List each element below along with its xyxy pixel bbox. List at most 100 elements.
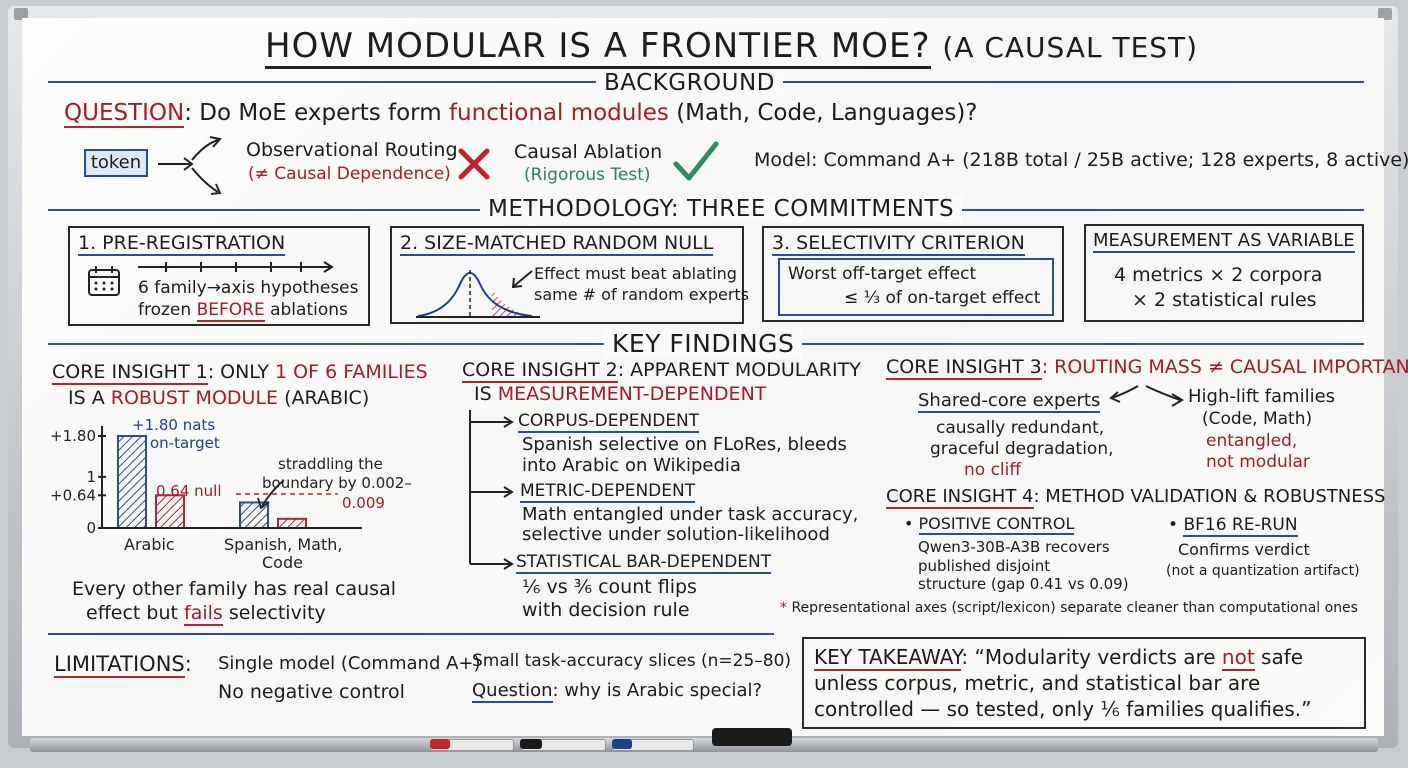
positive-control-1: Qwen3-30B-A3B recovers — [918, 538, 1110, 556]
title-sub: (A CAUSAL TEST) — [942, 31, 1199, 64]
insight2-title-line2: IS MEASUREMENT-DEPENDENT — [474, 383, 767, 405]
high-lift-label: High-lift families — [1188, 386, 1336, 407]
metric-dependent-title: METRIC-DEPENDENT — [520, 481, 696, 503]
red-marker-cap — [430, 739, 450, 749]
on-target-label: +1.80 nats — [132, 418, 215, 434]
y-tick-label: 1 — [86, 468, 96, 486]
category-arabic: Arabic — [124, 535, 175, 554]
statistical-bar-1: ⅙ vs ³⁄₆ count flips — [522, 576, 697, 598]
positive-control-title: • POSITIVE CONTROL — [904, 514, 1075, 535]
timeline-icon — [138, 261, 334, 273]
limitation-3: Small task-accuracy slices (n=25–80) — [472, 651, 792, 671]
statistical-bar-2: with decision rule — [522, 599, 690, 621]
frame-bracket — [14, 8, 28, 20]
limitation-4: Question: why is Arabic special? — [472, 680, 763, 703]
background-heading: BACKGROUND — [596, 70, 783, 96]
corpus-dependent-1: Spanish selective on FLoRes, bleeds — [522, 434, 847, 455]
black-marker-cap — [520, 739, 542, 749]
random-null-line2: same # of random experts — [534, 285, 750, 304]
null-label: 0.64 null — [156, 482, 222, 500]
high-lift-1: (Code, Math) — [1202, 409, 1313, 429]
selectivity-line1: Worst off-target effect — [788, 264, 977, 284]
selectivity-title: 3. SELECTIVITY CRITERION — [772, 232, 1025, 256]
shared-core-label: Shared-core experts — [918, 390, 1101, 413]
bf16-1: Confirms verdict — [1178, 540, 1310, 559]
y-tick-label: +1.80 — [50, 427, 96, 445]
random-null-box: 2. SIZE-MATCHED RANDOM NULL Effect must … — [390, 226, 749, 324]
observational-note: (≠ Causal Dependence) — [248, 164, 451, 184]
question-pre: : Do MoE experts form — [184, 100, 449, 126]
metric-dependent-1: Math entangled under task accuracy, — [522, 504, 859, 525]
eraser[interactable] — [712, 728, 792, 746]
section-divider — [48, 633, 774, 635]
category-others-2: Code — [262, 553, 303, 572]
corpus-dependent-title: CORPUS-DEPENDENT — [518, 411, 700, 433]
on-target-bar-0 — [117, 435, 147, 529]
insight4-title: CORE INSIGHT 4: METHOD VALIDATION & ROBU… — [886, 486, 1386, 509]
insight2-title-line1: CORE INSIGHT 2: APPARENT MODULARITY — [462, 359, 861, 383]
asterisk-icon: * — [780, 600, 792, 616]
preregistration-title: 1. PRE-REGISTRATION — [78, 232, 286, 256]
routing-arrows-icon — [158, 136, 222, 195]
bf16-title: • BF16 RE-RUN — [1168, 515, 1298, 537]
straddle-arrowhead-icon — [257, 497, 270, 510]
on-target-label-2: on-target — [150, 434, 220, 452]
limitation-2: No negative control — [218, 681, 405, 703]
positive-control-2: published disjoint — [918, 557, 1051, 575]
random-null-title: 2. SIZE-MATCHED RANDOM NULL — [400, 232, 714, 256]
shared-core-2: graceful degradation, — [930, 439, 1114, 459]
blue-marker-cap — [612, 739, 632, 749]
positive-control-3: structure (gap 0.41 vs 0.09) — [918, 575, 1129, 593]
y-tick-label: 0 — [86, 519, 96, 537]
takeaway-line1: KEY TAKEAWAY: “Modularity verdicts are n… — [814, 645, 1304, 671]
insight1-title-line1: CORE INSIGHT 1: ONLY 1 OF 6 FAMILIES — [52, 361, 428, 385]
preregistration-line2: frozen BEFORE ablations — [138, 300, 348, 322]
question-highlight: functional modules — [448, 100, 669, 126]
causal-note: (Rigorous Test) — [524, 165, 651, 185]
insight1-footer-1: Every other family has real causal — [72, 578, 396, 600]
model-description: Model: Command A+ (218B total / 25B acti… — [754, 149, 1408, 171]
question-line: QUESTION: Do MoE experts form functional… — [64, 100, 978, 128]
measurement-line1: 4 metrics × 2 corpora — [1114, 264, 1323, 286]
pointer-arrow-icon — [511, 270, 533, 289]
null-bar-1 — [277, 517, 307, 530]
high-lift-3: not modular — [1206, 452, 1310, 472]
whiteboard — [22, 18, 1384, 736]
token-label: token — [90, 152, 142, 173]
footnote: * Representational axes (script/lexicon)… — [780, 600, 1358, 616]
insight1-title-line2: IS A ROBUST MODULE (ARABIC) — [68, 387, 370, 409]
token-box: token — [84, 149, 148, 177]
category-others-1: Spanish, Math, — [224, 535, 342, 554]
methodology-heading: METHODOLOGY: THREE COMMITMENTS — [480, 196, 963, 222]
measurement-title: MEASUREMENT AS VARIABLE — [1093, 230, 1355, 253]
shared-core-3: no cliff — [964, 460, 1022, 480]
y-tick-label: +0.64 — [50, 486, 96, 504]
selectivity-line2: ≤ ⅓ of on-target effect — [844, 288, 1041, 308]
calendar-icon — [88, 266, 120, 296]
question-post: (Math, Code, Languages)? — [668, 100, 978, 126]
measurement-line2: × 2 statistical rules — [1132, 289, 1317, 311]
insight1-bar-chart: +1.80 1+0.64 0 +1.80 nats on-target 0.64 n… — [50, 418, 412, 572]
selectivity-box: 3. SELECTIVITY CRITERION Worst off-targe… — [762, 226, 1064, 322]
limitation-1: Single model (Command A+) — [218, 653, 481, 674]
takeaway-line3: controlled — so tested, only ⅙ families … — [814, 697, 1312, 721]
shared-core-1: causally redundant, — [936, 418, 1105, 438]
high-lift-2: entangled, — [1206, 431, 1298, 451]
random-null-line1: Effect must beat ablating — [534, 264, 737, 283]
straddle-value: 0.009 — [342, 494, 385, 512]
null-distribution-icon — [416, 270, 540, 318]
corpus-dependent-2: into Arabic on Wikipedia — [522, 455, 741, 476]
insight2-tree-icon — [469, 410, 514, 570]
observational-routing: Observational Routing — [246, 139, 458, 161]
takeaway-box: KEY TAKEAWAY: “Modularity verdicts are n… — [802, 637, 1366, 729]
diverging-arrows-icon — [1109, 385, 1184, 407]
straddle-text-2: boundary by 0.002– — [262, 474, 412, 492]
insight1-footer-2: effect but fails selectivity — [86, 602, 326, 626]
check-icon — [673, 141, 719, 181]
metric-dependent-2: selective under solution-likelihood — [522, 524, 830, 545]
null-bar-0 — [155, 494, 185, 529]
takeaway-line2: unless corpus, metric, and statistical b… — [814, 671, 1261, 695]
preregistration-line1: 6 family→axis hypotheses — [138, 278, 359, 298]
causal-ablation: Causal Ablation — [514, 141, 663, 163]
straddle-arrow-icon — [261, 479, 285, 507]
